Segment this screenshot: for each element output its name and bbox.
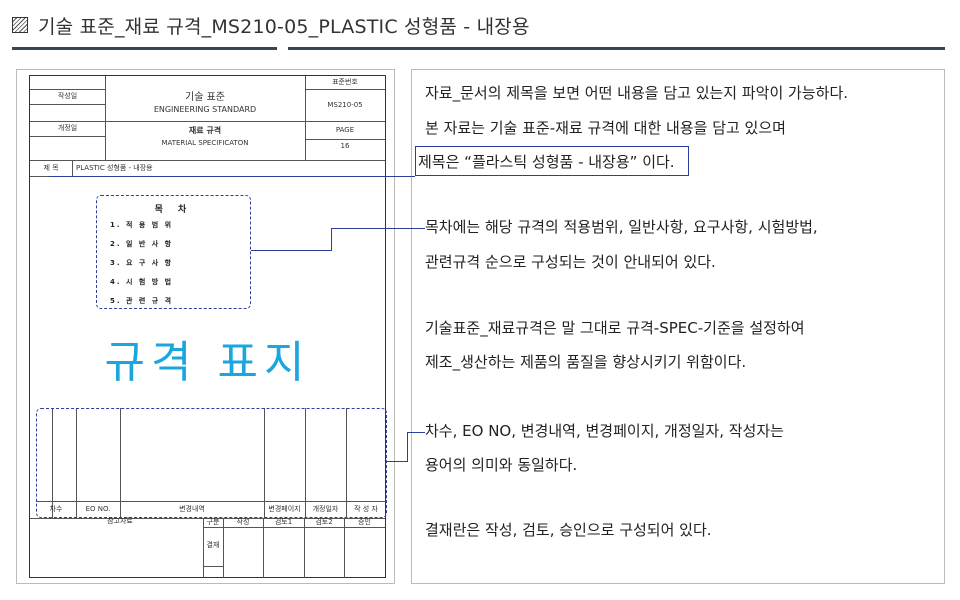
rev-header: 변경페이지 xyxy=(268,504,301,513)
title-highlight-box xyxy=(415,146,689,176)
page-label: PAGE xyxy=(335,125,355,134)
explanation-text: 본 자료는 기술 표준-재료 규격에 대한 내용을 담고 있으며 xyxy=(425,119,786,137)
toc-item: 2. 일 반 사 항 xyxy=(110,240,174,248)
explanation-text: 용어의 의미와 동일하다. xyxy=(425,456,578,474)
sign-header: 승인 xyxy=(358,518,371,527)
header-rule-right xyxy=(288,47,945,50)
center-title-en: ENGINEERING STANDARD xyxy=(153,105,257,115)
explanation-text: 제조_생산하는 제품의 품질을 향상시키기 위함이다. xyxy=(425,353,747,371)
page-number: 16 xyxy=(340,142,350,151)
subject-label: 제 목 xyxy=(43,163,59,172)
connector-toc xyxy=(251,250,331,251)
writer-label: 작성일 xyxy=(57,92,78,101)
standard-document: 작성일 개정일 기술 표준 ENGINEERING STANDARD 재료 규격… xyxy=(29,75,387,578)
explanation-text: 목차에는 해당 규격의 적용범위, 일반사항, 요구사항, 시험방법, xyxy=(425,218,818,236)
explanation-text: 기술표준_재료규격은 말 그대로 규격-SPEC-기준을 설정하여 xyxy=(425,319,805,337)
document-panel xyxy=(16,69,395,584)
sign-header: 참고자료 xyxy=(107,516,133,525)
explanation-text: 제목은 “플라스틱 성형품 - 내장용” 이다. xyxy=(418,151,675,172)
rev-header: EO NO. xyxy=(85,504,111,513)
std-no-label: 표준번호 xyxy=(332,78,358,87)
material-title-en: MATERIAL SPECIFICATON xyxy=(161,138,249,147)
sign-header: 구분 xyxy=(206,518,220,527)
connector-toc xyxy=(331,228,425,229)
header-rule-left xyxy=(12,47,277,50)
explanation-text: 자료_문서의 제목을 보면 어떤 내용을 담고 있는지 파악이 가능하다. xyxy=(425,84,849,102)
page-header: 기술 표준_재료 규격_MS210-05_PLASTIC 성형품 - 내장용 xyxy=(12,10,530,40)
table-of-contents: 목 차 1. 적 용 범 위 2. 일 반 사 항 3. 요 구 사 항 4. … xyxy=(96,195,251,309)
explanation-panel xyxy=(411,69,945,584)
connector-toc xyxy=(331,228,332,251)
highlighted-title: 제목은 “플라스틱 성형품 - 내장용” xyxy=(418,153,638,171)
spec-cover-label: 규격 표지 xyxy=(104,337,311,388)
connector-title xyxy=(49,176,415,177)
explanation-text: 결재란은 작성, 검토, 승인으로 구성되어 있다. xyxy=(425,521,712,539)
connector-revision xyxy=(407,432,408,462)
center-title-ko: 기술 표준 xyxy=(185,92,225,103)
rev-header: 개정일자 xyxy=(312,504,339,513)
toc-item: 4. 시 험 방 법 xyxy=(110,278,174,286)
title-suffix: 이다. xyxy=(637,153,675,171)
rev-header: 차수 xyxy=(49,504,63,513)
sign-header: 작성 xyxy=(236,518,250,527)
sign-row-label: 결재 xyxy=(206,540,220,549)
toc-title: 목 차 xyxy=(154,205,193,215)
sign-header: 검토1 xyxy=(274,518,293,527)
page-title: 기술 표준_재료 규격_MS210-05_PLASTIC 성형품 - 내장용 xyxy=(38,15,530,38)
rev-header: 작 성 자 xyxy=(354,504,378,513)
revision-history-box xyxy=(36,408,387,518)
subject-value: PLASTIC 성형품 - 내장용 xyxy=(76,163,153,172)
toc-item: 5. 관 련 규 격 xyxy=(110,297,174,305)
material-title-ko: 재료 규격 xyxy=(188,126,222,136)
toc-item: 3. 요 구 사 항 xyxy=(110,259,174,267)
connector-revision xyxy=(407,432,425,433)
sign-header: 검토2 xyxy=(315,518,333,527)
std-no-value: MS210-05 xyxy=(327,100,363,109)
toc-item: 1. 적 용 범 위 xyxy=(110,221,174,229)
explanation-text: 차수, EO NO, 변경내역, 변경페이지, 개정일자, 작성자는 xyxy=(425,422,784,440)
explanation-text: 관련규격 순으로 구성되는 것이 안내되어 있다. xyxy=(425,253,716,271)
rev-header: 변경내역 xyxy=(179,504,205,513)
hatched-square-icon xyxy=(12,17,28,33)
connector-revision xyxy=(387,461,407,462)
revision-label: 개정일 xyxy=(57,124,78,133)
